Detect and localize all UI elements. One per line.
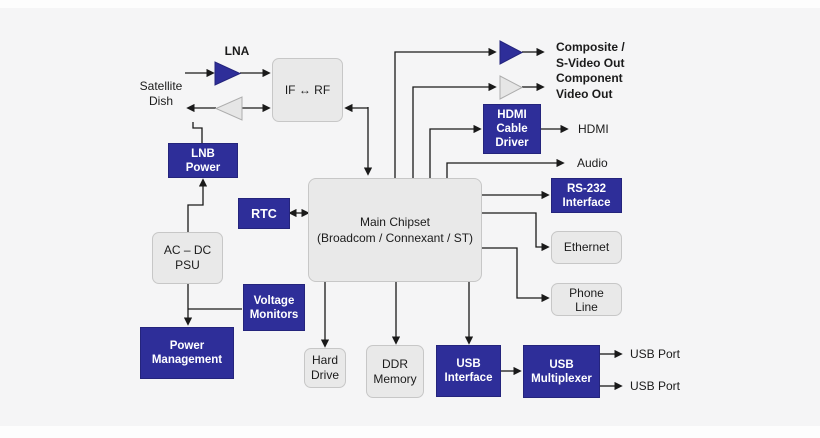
block-ethernet: Ethernet xyxy=(551,231,622,264)
wire-psu-to-lnb xyxy=(187,178,208,232)
block-ddr-memory: DDR Memory xyxy=(366,345,424,398)
block-hdmi-cable-driver: HDMI Cable Driver xyxy=(483,104,541,154)
lna-amplifier-icon xyxy=(214,61,242,86)
dish-amplifier-icon xyxy=(214,96,243,121)
block-ac-dc-psu: AC – DC PSU xyxy=(152,232,223,284)
label-satellite-dish: Satellite Dish xyxy=(139,79,183,108)
block-rs232-interface: RS-232 Interface xyxy=(551,178,622,213)
top-margin xyxy=(0,0,820,8)
component-amplifier-icon xyxy=(499,75,524,100)
label-usb-port-2: USB Port xyxy=(630,379,681,393)
block-voltage-monitors: Voltage Monitors xyxy=(243,284,305,331)
block-rtc: RTC xyxy=(238,198,290,229)
wire-audio-out xyxy=(446,158,565,178)
label-usb-port-1: USB Port xyxy=(630,347,681,361)
bottom-margin xyxy=(0,426,820,438)
wire-composite xyxy=(394,47,497,178)
label-component-video-out: Component Video Out xyxy=(556,71,623,101)
block-power-management: Power Management xyxy=(140,327,234,379)
block-phone-line: Phone Line xyxy=(551,283,622,316)
wire-lnb-stub xyxy=(192,122,203,143)
wire-ethernet xyxy=(482,212,550,252)
composite-amplifier-icon xyxy=(499,40,524,65)
label-lna: LNA xyxy=(224,44,250,58)
label-composite-svideo-out: Composite / S-Video Out xyxy=(556,40,625,70)
wire-hdmi-driver xyxy=(429,124,482,178)
label-hdmi-out: HDMI xyxy=(578,122,609,136)
block-if-rf: IF ↔ RF xyxy=(272,58,343,122)
label-audio-out: Audio xyxy=(577,156,608,170)
block-lnb-power: LNB Power xyxy=(168,143,238,178)
block-main-chipset: Main Chipset (Broadcom / Connexant / ST) xyxy=(308,178,482,282)
block-usb-multiplexer: USB Multiplexer xyxy=(523,345,600,398)
block-usb-interface: USB Interface xyxy=(436,345,501,397)
wire-phone-line xyxy=(482,247,550,303)
wire-component xyxy=(412,82,497,178)
block-hard-drive: Hard Drive xyxy=(304,348,346,388)
